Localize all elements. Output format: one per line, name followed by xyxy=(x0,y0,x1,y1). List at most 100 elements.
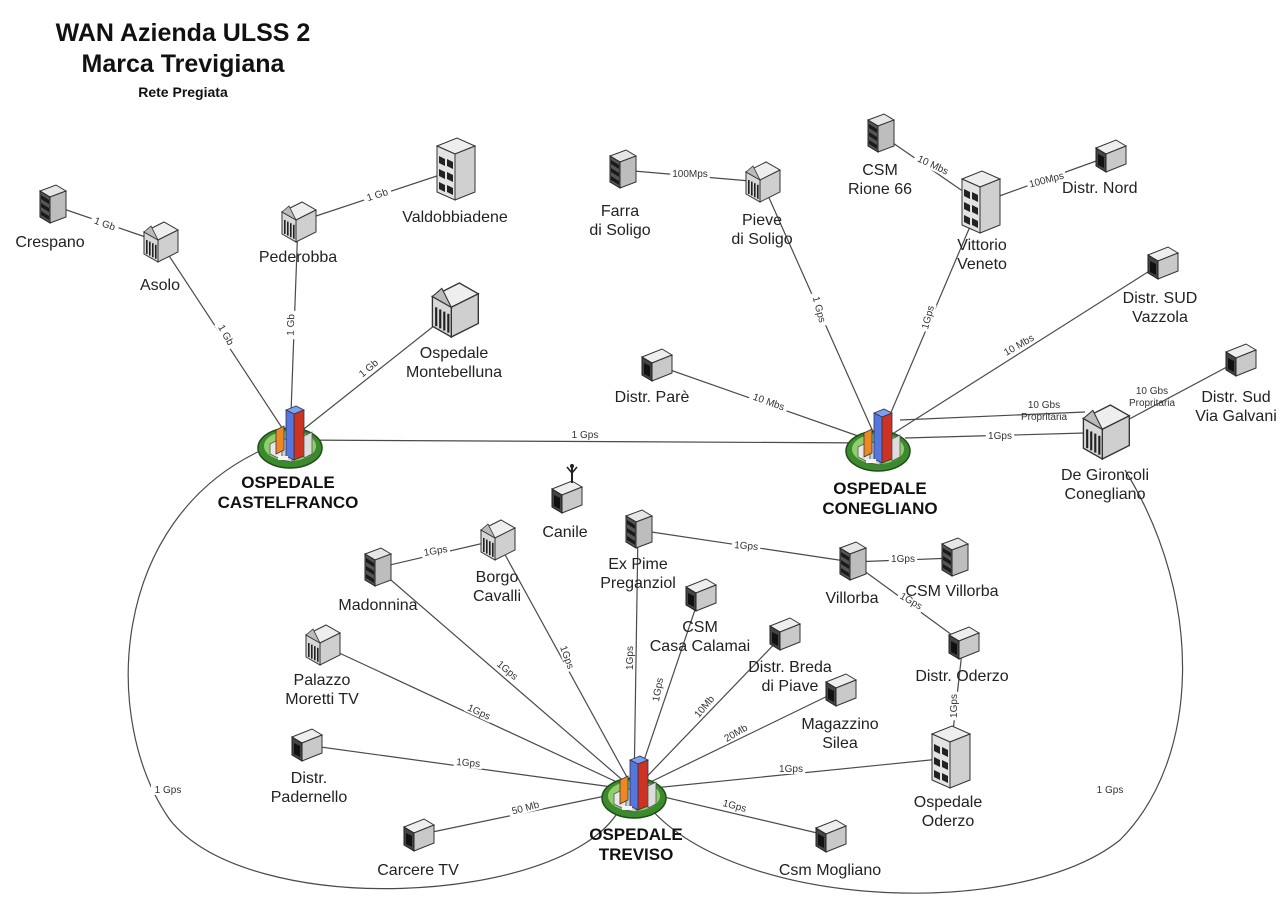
server-icon xyxy=(624,509,654,549)
node-vittorio xyxy=(960,170,1002,234)
link-label-text: 100Mps xyxy=(672,169,708,180)
node-ex-pime xyxy=(624,509,654,549)
office-icon xyxy=(640,348,674,382)
node-label: Canile xyxy=(542,524,587,541)
node-pieve xyxy=(744,161,782,203)
node-pederobba xyxy=(280,201,318,243)
link-label-text: 1Gps xyxy=(920,305,937,331)
node-distr-nord xyxy=(1094,139,1128,173)
link-csm_casa_calamai-treviso xyxy=(633,594,701,791)
node-label: Vittorio xyxy=(957,237,1007,254)
link-label: 1Gps xyxy=(624,643,636,673)
antenna-icon xyxy=(550,464,584,514)
link-label: 50 Mb xyxy=(507,797,544,817)
link-conegliano-de_gironcoli xyxy=(899,411,1086,421)
node-label: Distr. Oderzo xyxy=(915,668,1008,685)
link-label-text: 1 Gb xyxy=(286,313,298,335)
building-icon xyxy=(479,519,517,561)
node-label: Ex Pime xyxy=(608,556,668,573)
link-ex_pime-treviso xyxy=(633,529,639,791)
link-label-text: 1 Gps xyxy=(810,295,828,324)
node-label: Conegliano xyxy=(1065,486,1146,503)
rack-icon xyxy=(960,170,1002,234)
link-de_gironcoli-treviso xyxy=(649,469,1184,894)
link-label-text: 1 Gb xyxy=(366,187,390,204)
node-palazzo-moretti xyxy=(304,624,342,666)
building-icon xyxy=(744,161,782,203)
node-valdobbiadene xyxy=(435,137,477,201)
node-borgo-cavalli xyxy=(479,519,517,561)
link-label: 1Gps xyxy=(731,538,761,553)
node-label: Csm Mogliano xyxy=(779,862,881,879)
office-icon xyxy=(290,728,324,762)
link-label: 1 Gps xyxy=(568,429,602,441)
building-icon xyxy=(142,221,180,263)
node-canile xyxy=(550,464,584,514)
link-label-text: 1 Gps xyxy=(1097,785,1124,796)
link-label-text: 1Gps xyxy=(651,677,666,702)
server-icon xyxy=(866,113,896,153)
node-label: OSPEDALE xyxy=(241,473,335,492)
link-label: 100Mps xyxy=(1025,169,1067,190)
office-icon xyxy=(1094,139,1128,173)
node-label: Distr. Breda xyxy=(748,659,832,676)
link-castelfranco-treviso xyxy=(127,449,619,890)
link-label-text: Propritaria xyxy=(1021,412,1068,423)
server-icon xyxy=(363,547,393,587)
link-label: 1Gps xyxy=(985,430,1015,442)
link-label-text: 1Gps xyxy=(734,540,759,553)
link-label-text: 1Gps xyxy=(949,694,960,718)
link-castelfranco-conegliano xyxy=(289,439,879,444)
link-label: 1 Gb xyxy=(362,185,393,205)
node-label: Magazzino xyxy=(801,716,878,733)
office-icon xyxy=(814,819,848,853)
office-icon xyxy=(824,673,858,707)
node-label: Moretti TV xyxy=(285,691,359,708)
link-label-text: 1 Gps xyxy=(572,430,599,441)
node-label: Ospedale xyxy=(420,345,489,362)
link-label: 1Gps xyxy=(776,763,806,775)
link-label-text: 1 Gps xyxy=(155,785,182,796)
node-label: OSPEDALE xyxy=(589,825,683,844)
node-distr-sud-galvani xyxy=(1224,343,1258,377)
node-conegliano xyxy=(845,408,911,472)
node-label: Distr. Parè xyxy=(615,389,690,406)
link-label-text: 1Gps xyxy=(988,431,1012,442)
link-label: 1 Gb xyxy=(214,319,239,350)
link-label: 1Gps xyxy=(420,542,451,559)
building-icon xyxy=(280,201,318,243)
node-villorba xyxy=(838,541,868,581)
link-label: 10 Mbs xyxy=(912,151,954,179)
subtitle: Rete Pregiata xyxy=(138,84,228,100)
node-csm-mogliano xyxy=(814,819,848,853)
node-label: Distr. SUD xyxy=(1123,290,1198,307)
node-csm-rione xyxy=(866,113,896,153)
node-asolo xyxy=(142,221,180,263)
node-magazzino-silea xyxy=(824,673,858,707)
node-label: TREVISO xyxy=(599,845,674,864)
link-label: 1Gps xyxy=(918,302,937,333)
node-label: Rione 66 xyxy=(848,181,912,198)
link-label-text: 1 Gb xyxy=(92,216,117,234)
link-label: 1 Gps xyxy=(1093,784,1127,796)
node-label: Valdobbiadene xyxy=(402,209,508,226)
link-distr_breda-treviso xyxy=(633,633,785,791)
link-label: 1Gps xyxy=(453,755,483,770)
node-label: Montebelluna xyxy=(406,364,502,381)
node-csm-casa-calamai xyxy=(684,578,718,612)
node-farra xyxy=(608,149,638,189)
node-label: Crespano xyxy=(15,234,84,251)
office-icon xyxy=(402,818,436,852)
node-label: Distr. Sud xyxy=(1201,389,1270,406)
link-label-text: 10 Mbs xyxy=(915,154,949,178)
node-distr-padernello xyxy=(290,728,324,762)
link-label: 1Gps xyxy=(719,796,750,815)
rack-icon xyxy=(930,725,972,789)
link-madonnina-treviso xyxy=(376,567,635,791)
hospital-hub-icon xyxy=(257,405,323,469)
node-label: di Piave xyxy=(762,678,819,695)
link-label: 20Mb xyxy=(720,720,751,745)
link-label-text: 1Gps xyxy=(721,798,747,815)
link-label: 10 Mbs xyxy=(748,389,790,414)
